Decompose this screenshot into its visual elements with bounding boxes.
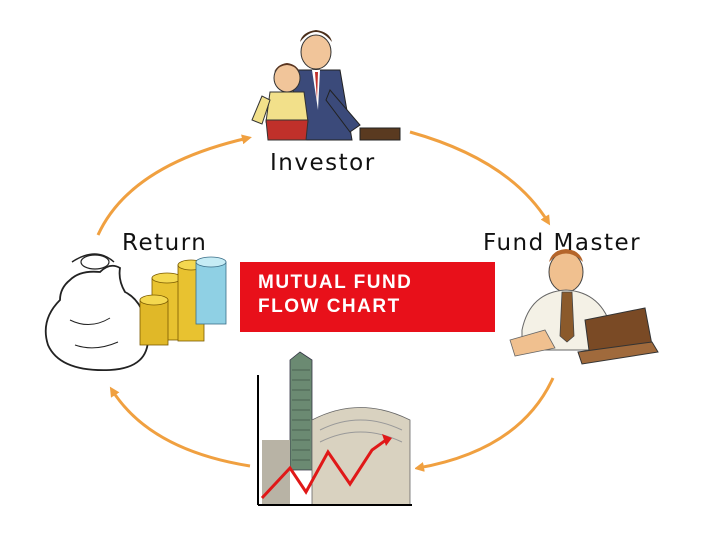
- arrow-market-to-return: [109, 386, 251, 468]
- investor-people-icon: [251, 30, 401, 141]
- stock-exchange-chart-icon: [255, 351, 415, 508]
- title-line-1: MUTUAL FUND: [258, 272, 413, 293]
- arrow-fund-to-market: [414, 377, 555, 472]
- investor-label: Investor: [270, 150, 376, 176]
- return-label: Return: [122, 230, 208, 256]
- arrow-investor-to-fund: [409, 130, 551, 226]
- fund-master-label: Fund Master: [483, 230, 642, 256]
- money-bag-coins-icon: [44, 253, 227, 371]
- arrow-return-to-investor: [96, 134, 252, 236]
- title-box: MUTUAL FUND FLOW CHART: [240, 262, 495, 332]
- title-line-2: FLOW CHART: [258, 296, 401, 317]
- fund-manager-laptop-icon: [509, 249, 659, 365]
